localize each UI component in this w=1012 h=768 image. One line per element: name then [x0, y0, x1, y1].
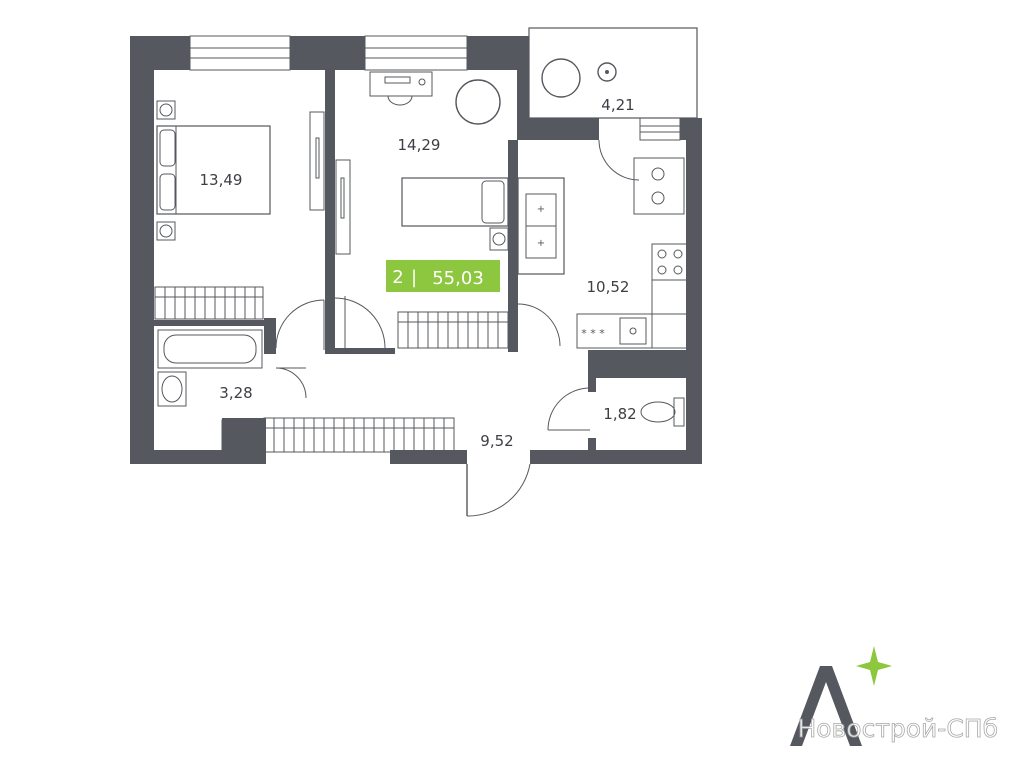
room-area-toilet: 1,82 — [603, 405, 636, 423]
logo-star-icon — [856, 646, 892, 686]
svg-text:+: + — [537, 204, 545, 215]
toilet-furniture — [640, 397, 685, 427]
logo-a-icon — [790, 666, 862, 746]
badge-separator: | — [411, 267, 417, 288]
balcony-chair-icon — [541, 58, 581, 98]
hall-furniture — [263, 299, 591, 517]
area-labels: 13,49 14,29 4,21 10,52 3,28 9,52 1,82 — [200, 96, 637, 450]
walls — [130, 36, 702, 464]
badge-room-count: 2 — [392, 267, 403, 288]
room-area-bedroom-1: 13,49 — [200, 171, 243, 189]
room-area-bathroom: 3,28 — [219, 384, 252, 402]
room-area-bedroom-2: 14,29 — [398, 136, 441, 154]
watermark-text: Новострой-СПб — [797, 714, 998, 743]
badge-background — [386, 260, 500, 292]
bedroom-2-furniture — [334, 71, 509, 349]
badge-total-area: 55,03 — [432, 268, 484, 289]
bedroom-1-furniture — [154, 100, 325, 320]
room-area-hall: 9,52 — [480, 432, 513, 450]
balcony-table-icon — [597, 62, 617, 82]
brand-logo — [790, 646, 892, 746]
kitchen-furniture: + + * * * — [517, 139, 689, 349]
balcony — [528, 27, 698, 119]
room-area-balcony: 4,21 — [601, 96, 634, 114]
svg-text:* * *: * * * — [581, 327, 605, 340]
bathroom-furniture — [157, 329, 307, 451]
room-area-kitchen: 10,52 — [587, 278, 630, 296]
apartment-badge: 2 | 55,03 — [386, 260, 500, 292]
windows — [189, 35, 681, 141]
svg-text:+: + — [537, 238, 545, 249]
